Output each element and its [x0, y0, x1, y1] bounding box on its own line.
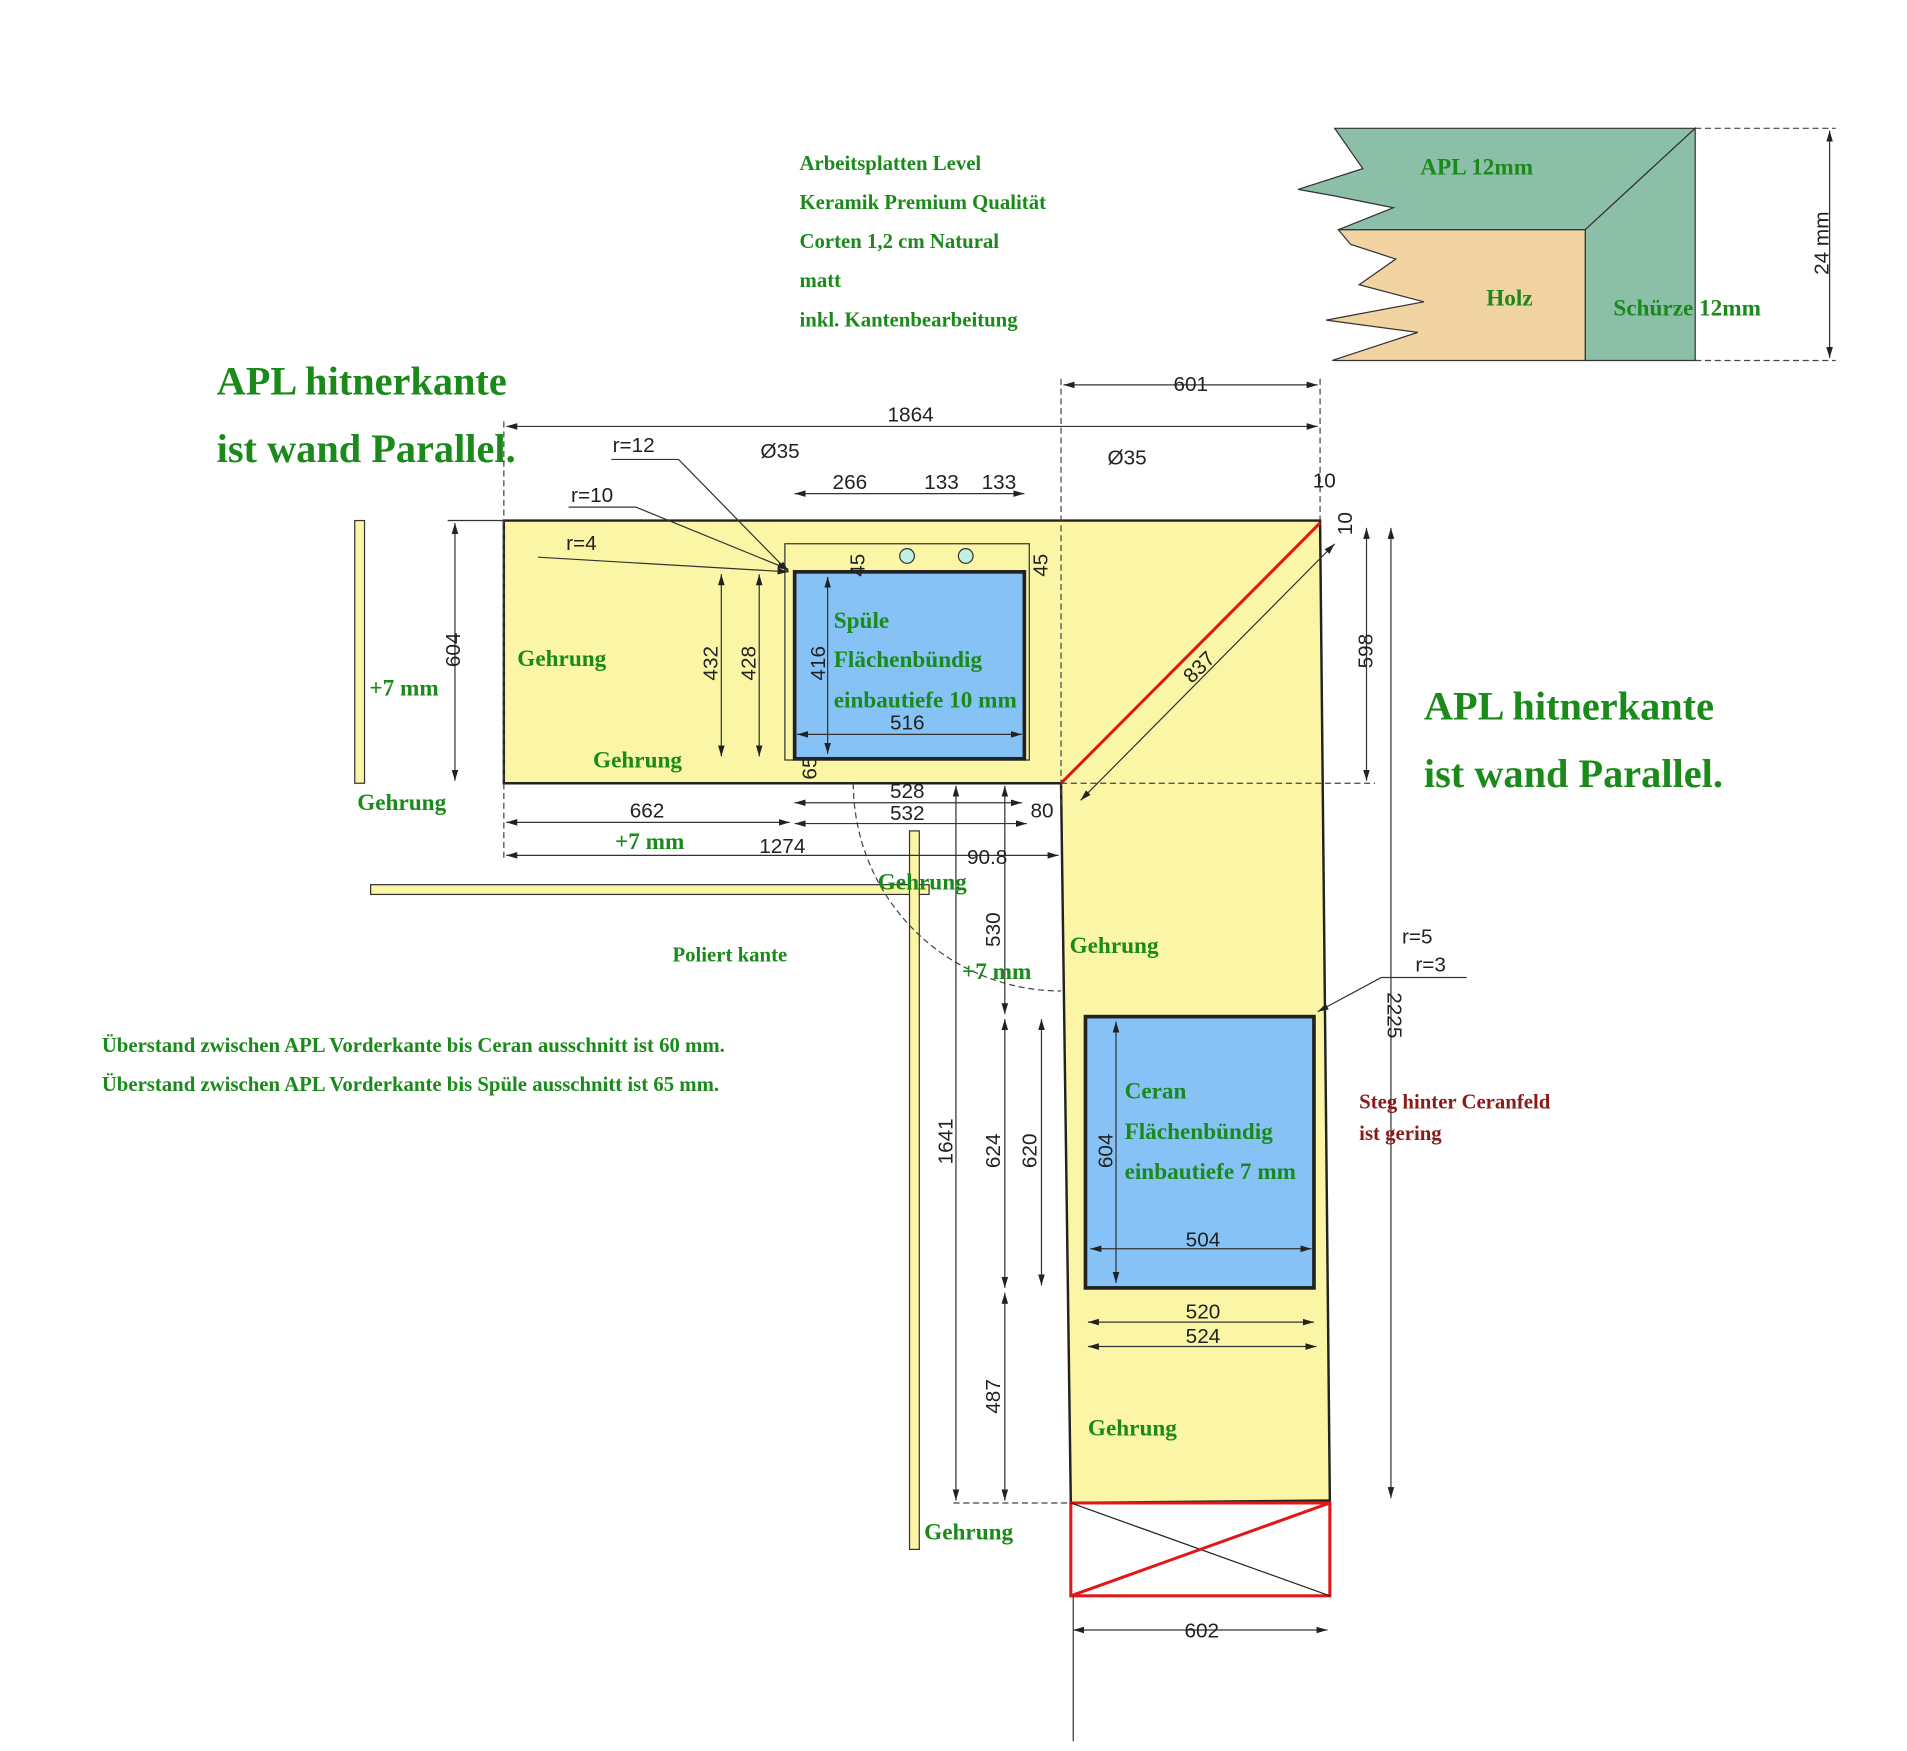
edge-strip — [370, 884, 930, 896]
dim-532: 532 — [890, 802, 925, 825]
tap-hole — [957, 548, 974, 564]
arc-guide — [852, 783, 1062, 992]
gehrung-label: Gehrung — [1070, 933, 1159, 959]
material-line: Arbeitsplatten Level — [800, 152, 982, 175]
dim-2225: 2225 — [1382, 992, 1405, 1038]
material-line: matt — [800, 269, 842, 292]
sink-label: einbautiefe 10 mm — [834, 687, 1017, 713]
dim-1641: 1641 — [934, 1118, 957, 1164]
gehrung-label: Gehrung — [357, 790, 446, 816]
dim-diameter: Ø35 — [1107, 446, 1146, 469]
dim-662: 662 — [630, 799, 665, 822]
overhang-note: Überstand zwischen APL Vorderkante bis C… — [102, 1034, 725, 1057]
edge-strip — [908, 830, 920, 1550]
gehrung-label: Gehrung — [1088, 1416, 1177, 1442]
radius-label: r=4 — [566, 532, 597, 555]
dim-520: 520 — [1186, 1300, 1221, 1323]
dim-428: 428 — [738, 646, 761, 681]
ceran-cutout — [1083, 1014, 1316, 1290]
dim-516: 516 — [890, 711, 925, 734]
ceran-label: Flächenbündig — [1125, 1119, 1274, 1145]
sink-cutout — [792, 570, 1027, 761]
plus7-label: +7 mm — [962, 959, 1031, 985]
wall-note-left: ist wand Parallel. — [217, 426, 516, 471]
radius-label: r=10 — [571, 484, 613, 507]
dim-1274: 1274 — [759, 835, 805, 858]
dim-432: 432 — [700, 646, 723, 681]
dim-80: 80 — [1030, 799, 1053, 822]
wall-note-right: APL hitnerkante — [1424, 684, 1714, 729]
dim-90-8: 90.8 — [967, 846, 1007, 869]
dim-620: 620 — [1019, 1133, 1042, 1168]
dim-133: 133 — [924, 471, 959, 494]
tap-hole — [899, 548, 916, 564]
holz-label: Holz — [1486, 285, 1532, 311]
sink-label: Flächenbündig — [834, 647, 983, 673]
radius-label: r=5 — [1402, 925, 1433, 948]
apl-label: APL 12mm — [1420, 155, 1533, 181]
gehrung-label: Gehrung — [593, 747, 682, 773]
gehrung-label: Gehrung — [878, 870, 967, 896]
gehrung-label: Gehrung — [924, 1520, 1013, 1546]
material-line: Corten 1,2 cm Natural — [800, 230, 1000, 253]
poliert-label: Poliert kante — [672, 944, 787, 967]
ceran-label: einbautiefe 7 mm — [1125, 1159, 1296, 1185]
wall-note-left: APL hitnerkante — [217, 359, 507, 404]
dimension-lines — [451, 378, 1467, 1634]
material-description: Arbeitsplatten Level Keramik Premium Qua… — [800, 152, 1047, 331]
dim-45: 45 — [846, 554, 869, 577]
dim-504: 504 — [1186, 1228, 1221, 1251]
dim-45: 45 — [1030, 554, 1053, 577]
dim-524: 524 — [1186, 1325, 1221, 1348]
holz-layer — [1326, 229, 1586, 362]
sink-label: Spüle — [834, 608, 889, 634]
steg-note: Steg hinter Ceranfeld — [1359, 1090, 1551, 1113]
plus7-label: +7 mm — [369, 675, 438, 701]
ceran-label: Ceran — [1125, 1078, 1187, 1104]
dim-1864: 1864 — [888, 404, 934, 427]
dim-266: 266 — [833, 471, 868, 494]
plus7-label: +7 mm — [615, 829, 684, 855]
wall-note-right: ist wand Parallel. — [1424, 751, 1723, 796]
dim-604-ceran: 604 — [1094, 1133, 1117, 1168]
dimension-labels: 601 1864 10 10 266 133 133 Ø35 Ø35 r=12 … — [442, 373, 1446, 1642]
edge-strip — [354, 519, 366, 784]
overhang-note: Überstand zwischen APL Vorderkante bis S… — [102, 1073, 719, 1096]
material-line: Keramik Premium Qualität — [800, 191, 1047, 214]
dim-487: 487 — [982, 1379, 1005, 1414]
dim-416: 416 — [807, 646, 830, 681]
dim-530: 530 — [982, 912, 1005, 947]
height-dim: 24 mm — [1810, 211, 1833, 274]
dim-133: 133 — [982, 471, 1017, 494]
dim-528: 528 — [890, 780, 925, 803]
edge-annotations: Gehrung Gehrung Gehrung Gehrung Gehrung … — [102, 646, 1551, 1546]
dim-diameter: Ø35 — [760, 440, 799, 463]
dim-624: 624 — [982, 1133, 1005, 1168]
dim-601: 601 — [1173, 373, 1208, 396]
radius-label: r=12 — [613, 434, 655, 457]
dim-10: 10 — [1313, 470, 1336, 493]
dim-65: 65 — [799, 756, 822, 779]
radius-label: r=3 — [1415, 953, 1446, 976]
dim-604: 604 — [442, 633, 465, 668]
schuerze-label: Schürze 12mm — [1613, 295, 1761, 321]
steg-note: ist gering — [1359, 1122, 1442, 1145]
gehrung-label: Gehrung — [517, 646, 606, 672]
material-line: inkl. Kantenbearbeitung — [800, 308, 1019, 331]
dim-10: 10 — [1334, 512, 1357, 535]
dim-602: 602 — [1184, 1619, 1219, 1642]
dim-598: 598 — [1355, 634, 1378, 669]
edge-profile-section: APL 12mm Holz Schürze 12mm 24 mm — [1297, 126, 1836, 362]
cut-off-section — [1069, 1501, 1332, 1742]
